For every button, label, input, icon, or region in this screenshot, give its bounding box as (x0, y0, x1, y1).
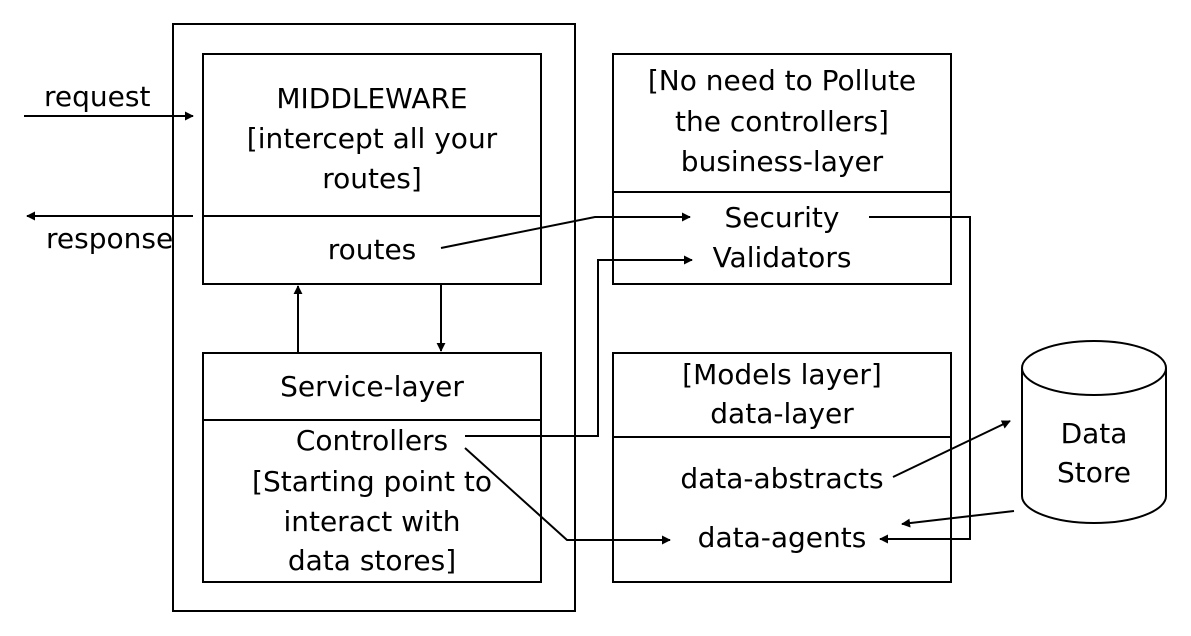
security-label: Security (725, 201, 840, 234)
middleware-title-line-3: routes] (322, 162, 422, 195)
routes-to-security-arrow (440, 212, 691, 249)
response-label: response (46, 222, 173, 255)
business-layer-box: [No need to Pollute the controllers] bus… (612, 53, 952, 285)
data-abstracts-label: data-abstracts (680, 462, 883, 495)
middleware-title-line-1: MIDDLEWARE (276, 82, 467, 115)
service-layer-title: Service-layer (280, 370, 464, 403)
data-store-cylinder: Data Store (1021, 340, 1167, 524)
validators-label: Validators (713, 241, 852, 274)
security-to-data-agents-arrow (869, 216, 971, 544)
data-layer-title-line-1: [Models layer] (682, 358, 882, 391)
controllers-to-data-agents-arrow (464, 447, 671, 545)
business-title-line-1: [No need to Pollute (648, 64, 916, 97)
controllers-to-validators-arrow (465, 255, 693, 437)
data-abstracts-to-store-arrow (892, 420, 1011, 478)
controllers-desc-line-2: interact with (283, 505, 460, 538)
controllers-desc-line-1: [Starting point to (252, 465, 492, 498)
controllers-label: Controllers (296, 424, 448, 457)
data-store-label-line-2: Store (1057, 456, 1131, 489)
app-container (172, 23, 576, 612)
business-title-line-2: the controllers] (675, 105, 889, 138)
data-agents-label: data-agents (698, 521, 867, 554)
service-layer-box: Service-layer Controllers [Starting poin… (202, 352, 542, 583)
middleware-title-line-2: [intercept all your (247, 122, 498, 155)
routes-label: routes (328, 233, 417, 266)
middleware-box: MIDDLEWARE [intercept all your routes] r… (202, 53, 542, 285)
data-layer-title-line-2: data-layer (710, 397, 854, 430)
store-to-data-agents-arrow (901, 510, 1015, 528)
business-title-line-3: business-layer (681, 145, 884, 178)
request-label: request (44, 80, 150, 113)
controllers-desc-line-3: data stores] (288, 544, 456, 577)
data-layer-box: [Models layer] data-layer data-abstracts… (612, 352, 952, 583)
data-store-label-line-1: Data (1061, 417, 1128, 450)
